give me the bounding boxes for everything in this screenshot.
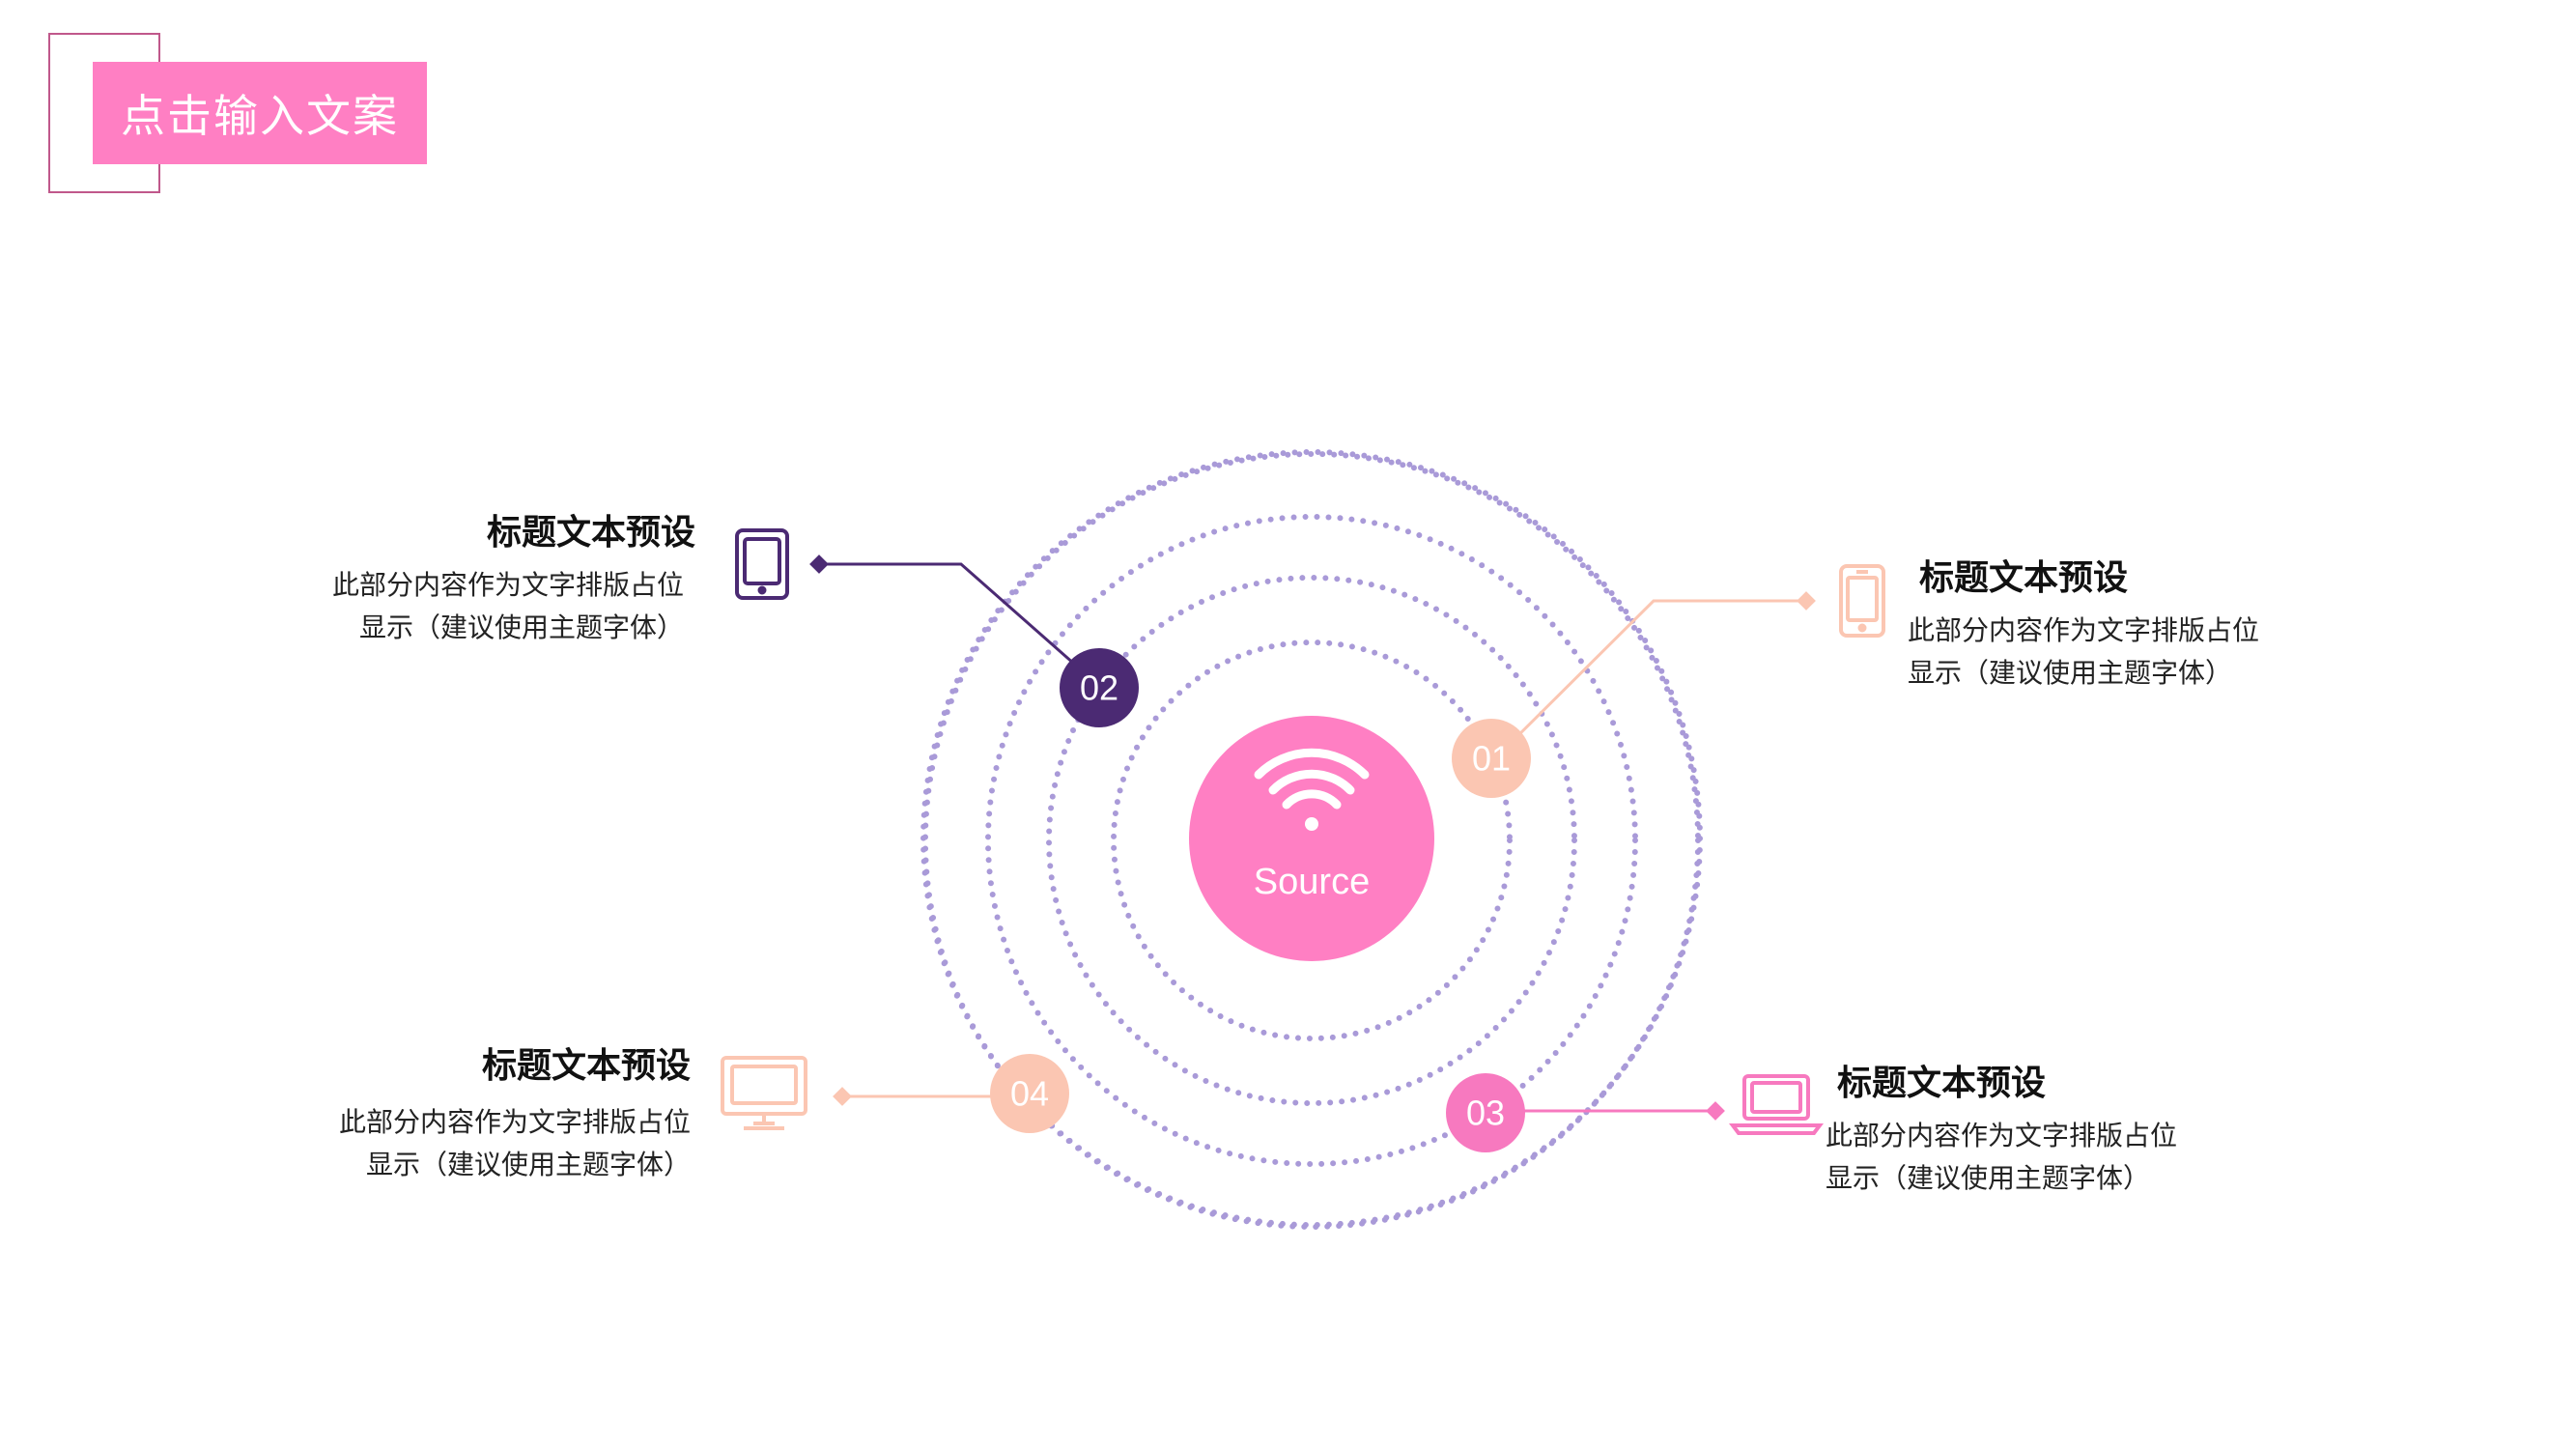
source-label: Source (1254, 862, 1370, 902)
orbit-ring-1 (1111, 639, 1513, 1041)
source-circle[interactable] (1189, 716, 1434, 961)
node-01-desc-line1: 此部分内容作为文字排版占位 (1908, 614, 2260, 646)
marker-03-number: 03 (1466, 1094, 1505, 1133)
orbit-ring-3 (985, 514, 1638, 1167)
node-02-label: 标题文本预设 此部分内容作为文字排版占位 显示（建议使用主题字体） (241, 512, 695, 649)
orbit-ring-2 (1046, 575, 1577, 1106)
node-02-desc: 此部分内容作为文字排版占位 显示（建议使用主题字体） (241, 564, 695, 649)
node-03-desc: 此部分内容作为文字排版占位 显示（建议使用主题字体） (1826, 1115, 2279, 1200)
node-01-desc-line2: 显示（建议使用主题字体） (1908, 657, 2233, 689)
marker-04[interactable]: 04 (990, 1054, 1069, 1133)
node-04-desc-line1: 此部分内容作为文字排版占位 (338, 1106, 691, 1138)
title-box[interactable]: 点击输入文案 (93, 62, 427, 164)
node-01-label: 标题文本预设 此部分内容作为文字排版占位 显示（建议使用主题字体） (1908, 557, 2362, 695)
node-02-desc-line2: 显示（建议使用主题字体） (358, 611, 684, 643)
node-04-title: 标题文本预设 (481, 1046, 691, 1086)
connector-02 (809, 554, 1100, 688)
node-01-title: 标题文本预设 (1919, 558, 2129, 598)
node-04-desc: 此部分内容作为文字排版占位 显示（建议使用主题字体） (237, 1101, 691, 1186)
monitor-icon (721, 1056, 807, 1130)
node-02-desc-line1: 此部分内容作为文字排版占位 (331, 569, 684, 601)
node-02-title: 标题文本预设 (486, 513, 695, 553)
marker-04-number: 04 (1010, 1074, 1049, 1114)
wifi-icon (1254, 748, 1370, 831)
node-03-desc-line2: 显示（建议使用主题字体） (1826, 1162, 2151, 1194)
node-03-desc-line1: 此部分内容作为文字排版占位 (1826, 1120, 2178, 1151)
marker-02[interactable]: 02 (1060, 648, 1139, 727)
laptop-icon (1729, 1074, 1824, 1135)
orbit-ring-5 (920, 449, 1703, 1228)
page-title: 点击输入文案 (121, 90, 399, 142)
node-03-title: 标题文本预设 (1837, 1064, 2047, 1103)
marker-01[interactable]: 01 (1452, 719, 1531, 798)
connector-01 (1493, 591, 1816, 760)
node-04-label: 标题文本预设 此部分内容作为文字排版占位 显示（建议使用主题字体） (237, 1045, 691, 1186)
node-04-desc-line2: 显示（建议使用主题字体） (365, 1149, 691, 1180)
marker-02-number: 02 (1080, 668, 1118, 708)
marker-03[interactable]: 03 (1446, 1073, 1525, 1152)
node-03-label: 标题文本预设 此部分内容作为文字排版占位 显示（建议使用主题字体） (1826, 1063, 2279, 1200)
marker-01-number: 01 (1472, 739, 1511, 779)
tablet-icon (735, 528, 789, 600)
node-01-desc: 此部分内容作为文字排版占位 显示（建议使用主题字体） (1908, 610, 2362, 695)
connector-03 (1487, 1101, 1725, 1121)
smartphone-icon (1839, 564, 1885, 638)
